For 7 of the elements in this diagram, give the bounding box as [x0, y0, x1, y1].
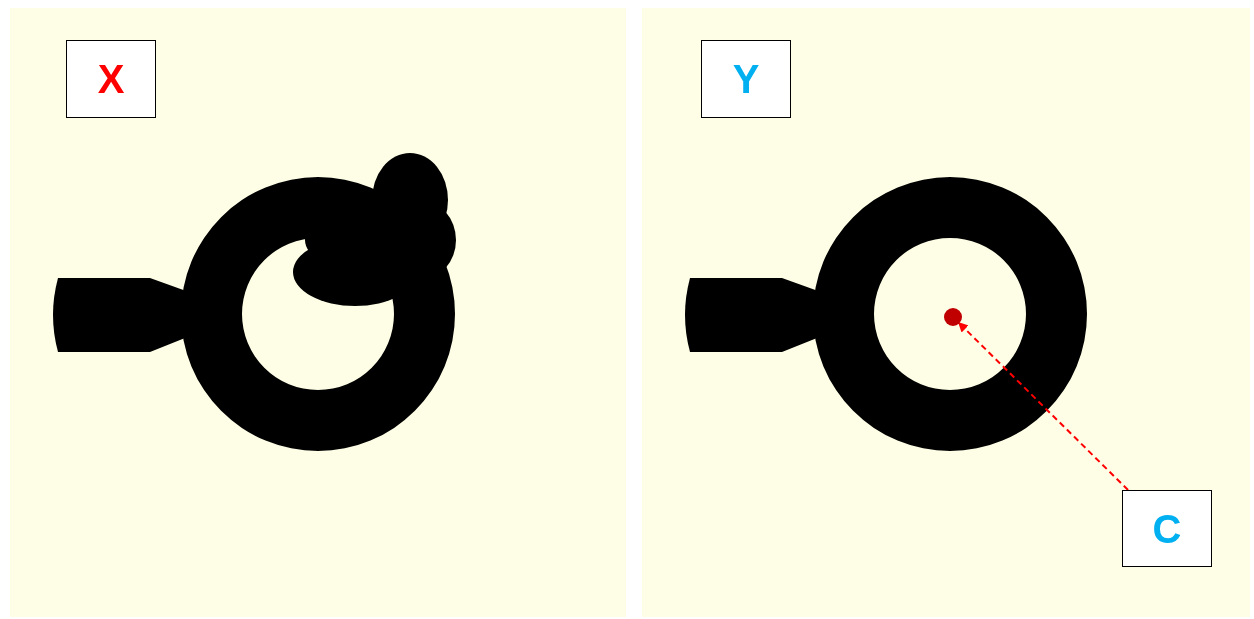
dashed-arrow	[958, 321, 1130, 491]
panel-letter: Y	[732, 59, 760, 99]
panel-letter: X	[97, 59, 125, 99]
label-box	[1122, 490, 1212, 567]
label-box	[701, 40, 791, 118]
panel-letter: C	[1152, 508, 1182, 549]
label-box	[66, 40, 156, 118]
